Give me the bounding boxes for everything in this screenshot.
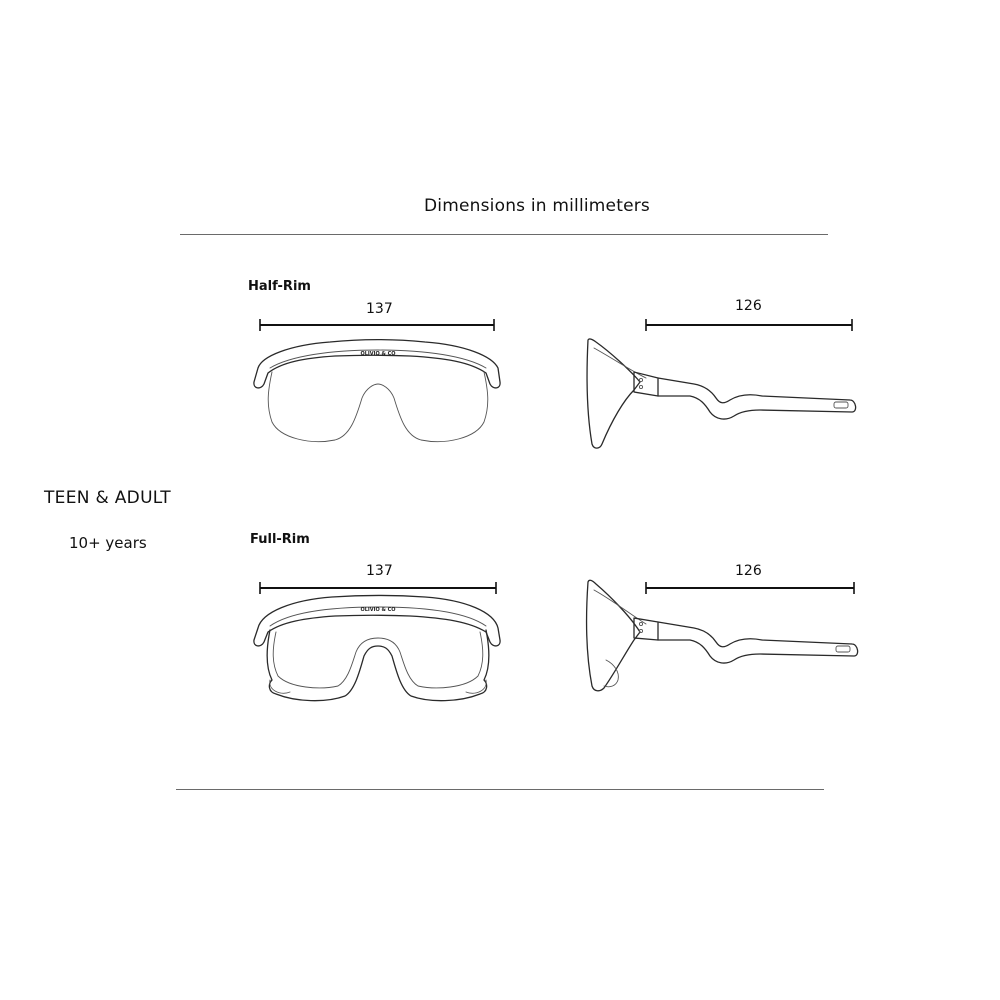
audience-label: TEEN & ADULT (44, 488, 171, 508)
half-rim-temple-dimension-line (645, 319, 853, 331)
age-label: 10+ years (69, 534, 147, 552)
full-rim-front-dimension-line (259, 582, 497, 594)
front-width-value: 137 (366, 563, 393, 579)
bottom-divider (176, 789, 824, 790)
page-title: Dimensions in millimeters (424, 196, 650, 216)
full-rim-side-view (585, 579, 859, 692)
temple-length-value: 126 (735, 298, 762, 314)
full-rim-logo: OLIVIO & CO (360, 607, 395, 613)
half-rim-front-dimension-line (259, 319, 495, 331)
half-rim-side-view (586, 338, 857, 449)
variant-label-full-rim: Full-Rim (250, 532, 310, 547)
variant-label-half-rim: Half-Rim (248, 279, 311, 294)
temple-length-value: 126 (735, 563, 762, 579)
full-rim-front-view (253, 594, 501, 702)
front-width-value: 137 (366, 301, 393, 317)
half-rim-front-view (253, 339, 501, 443)
full-rim-temple-dimension-line (645, 582, 855, 594)
top-divider (180, 234, 828, 235)
half-rim-logo: OLIVIO & CO (360, 351, 395, 357)
